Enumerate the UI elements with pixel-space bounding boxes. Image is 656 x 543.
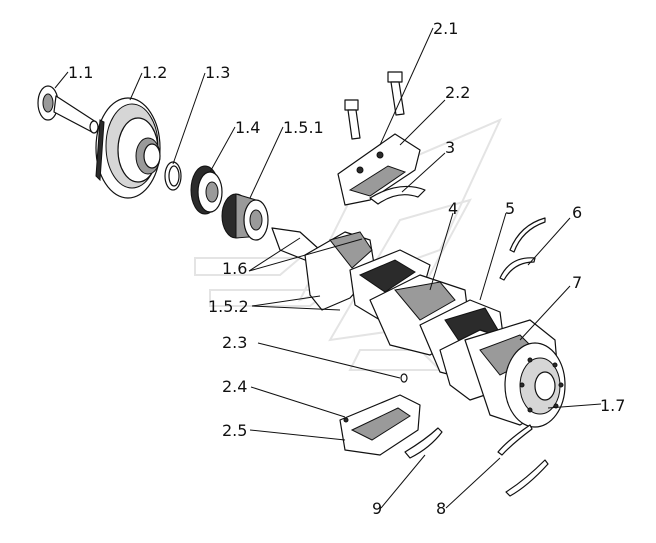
part-2-3-pin — [400, 373, 408, 383]
part-2-2-upper-cap — [337, 133, 421, 206]
part-1-5-1-gear — [221, 193, 269, 241]
label-1-3: 1.3 — [205, 63, 230, 82]
label-1-7: 1.7 — [600, 396, 625, 415]
label-4: 4 — [448, 199, 458, 218]
label-1-6: 1.6 — [222, 259, 247, 278]
label-3: 3 — [445, 138, 455, 157]
part-1-2-pulley — [95, 97, 161, 199]
part-1-3-ring — [164, 161, 182, 191]
label-1-1: 1.1 — [68, 63, 93, 82]
part-1-4-gear — [190, 165, 223, 215]
label-9: 9 — [372, 499, 382, 518]
part-2-5-lower-cap — [339, 394, 421, 456]
label-1-5-1: 1.5.1 — [283, 118, 324, 137]
part-crankshaft — [271, 227, 566, 428]
label-8: 8 — [436, 499, 446, 518]
label-5: 5 — [505, 199, 515, 218]
label-1-5-2: 1.5.2 — [208, 297, 249, 316]
label-2-5: 2.5 — [222, 421, 247, 440]
label-1-2: 1.2 — [142, 63, 167, 82]
label-2-4: 2.4 — [222, 377, 247, 396]
label-2-2: 2.2 — [445, 83, 470, 102]
part-2-1-bolts — [344, 71, 405, 140]
label-2-3: 2.3 — [222, 333, 247, 352]
label-2-1: 2.1 — [433, 19, 458, 38]
leader-lines — [54, 27, 602, 509]
label-6: 6 — [572, 203, 582, 222]
callout-labels: 1.1 1.2 1.3 1.4 1.5.1 1.6 1.5.2 1.7 2.1 … — [68, 19, 625, 518]
part-6-thrust-washers — [499, 217, 546, 281]
label-1-4: 1.4 — [235, 118, 260, 137]
part-8-thrust-washers — [497, 424, 549, 497]
label-7: 7 — [572, 273, 582, 292]
part-9-shell — [404, 427, 443, 459]
part-3-shell — [369, 185, 426, 205]
part-1-1-bolt — [37, 85, 99, 134]
